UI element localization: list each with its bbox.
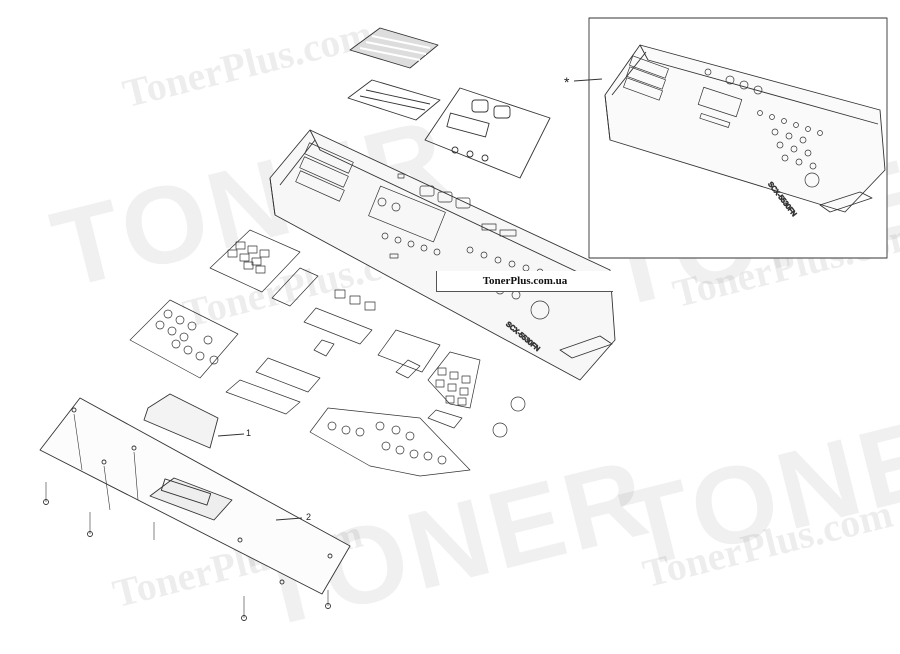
- asterisk-callout: *: [564, 74, 570, 90]
- main-control-panel: SCX-5530FN: [269, 129, 616, 381]
- top-key-covers: [347, 27, 551, 179]
- source-label: TonerPlus.com.ua: [436, 271, 613, 292]
- rubber-keypads: [129, 229, 526, 477]
- part-callout-1: 1: [246, 428, 252, 438]
- part-callout-2: 2: [306, 512, 312, 522]
- inset-assembly-view: SCX-5530FN: [573, 17, 888, 259]
- pcb-assembly: [39, 393, 351, 621]
